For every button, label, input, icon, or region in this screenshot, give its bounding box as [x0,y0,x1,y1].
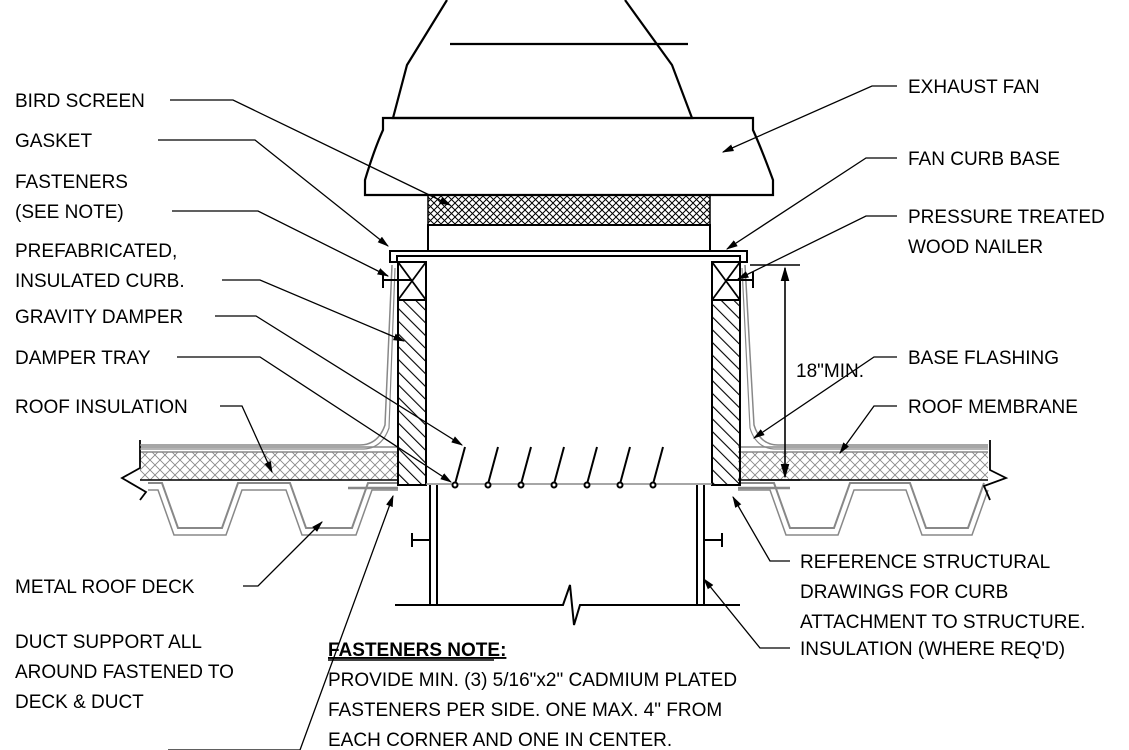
label-wood-nailer: WOOD NAILER [908,237,1043,258]
fan-curb-base [389,250,748,263]
label-metal-roof-deck: METAL ROOF DECK [15,577,195,598]
min-height-dimension [750,264,800,481]
prefabricated-curb [397,261,741,486]
label-18-min: 18"MIN. [796,361,864,382]
label-base-flashing: BASE FLASHING [908,348,1059,369]
label-insulated-curb: INSULATED CURB. [15,271,185,292]
label-duct-support-2: AROUND FASTENED TO [15,662,234,683]
bird-screen-base [427,224,711,252]
label-gravity-damper: GRAVITY DAMPER [15,307,183,328]
label-prefabricated: PREFABRICATED, [15,241,177,262]
label-insulation-req: INSULATION (WHERE REQ'D) [800,639,1065,660]
fastener-right [726,272,754,288]
right-labels: EXHAUST FAN FAN CURB BASE PRESSURE TREAT… [796,77,1105,660]
label-duct-support-1: DUCT SUPPORT ALL [15,632,202,653]
metal-roof-deck [148,482,398,529]
label-fan-curb-base: FAN CURB BASE [908,149,1060,170]
label-damper-tray: DAMPER TRAY [15,348,151,369]
label-fasteners-see-note: (SEE NOTE) [15,202,124,223]
label-reference-1: REFERENCE STRUCTURAL [800,552,1050,573]
left-labels: BIRD SCREEN GASKET FASTENERS (SEE NOTE) … [15,91,234,713]
label-roof-membrane: ROOF MEMBRANE [908,397,1078,418]
base-flashing-right [744,264,988,446]
label-exhaust-fan: EXHAUST FAN [908,77,1040,98]
fasteners-note: FASTENERS NOTE: PROVIDE MIN. (3) 5/16"x2… [328,640,737,750]
note-line-3: EACH CORNER AND ONE IN CENTER. [328,730,672,750]
leader-lines [158,85,897,750]
exhaust-fan [363,0,775,197]
label-roof-insulation: ROOF INSULATION [15,397,188,418]
duct [395,485,740,626]
label-pressure-treated: PRESSURE TREATED [908,207,1105,228]
gravity-damper [451,446,664,489]
note-title: FASTENERS NOTE: [328,640,506,661]
note-line-2: FASTENERS PER SIDE. ONE MAX. 4" FROM [328,700,722,721]
label-duct-support-3: DECK & DUCT [15,692,144,713]
label-bird-screen: BIRD SCREEN [15,91,145,112]
label-reference-3: ATTACHMENT TO STRUCTURE. [800,612,1085,633]
base-flashing-left [140,264,393,446]
roof-assembly [120,440,1009,536]
label-fasteners: FASTENERS [15,172,128,193]
note-line-1: PROVIDE MIN. (3) 5/16"x2" CADMIUM PLATED [328,670,737,691]
label-reference-2: DRAWINGS FOR CURB [800,582,1008,603]
label-gasket: GASKET [15,131,92,152]
